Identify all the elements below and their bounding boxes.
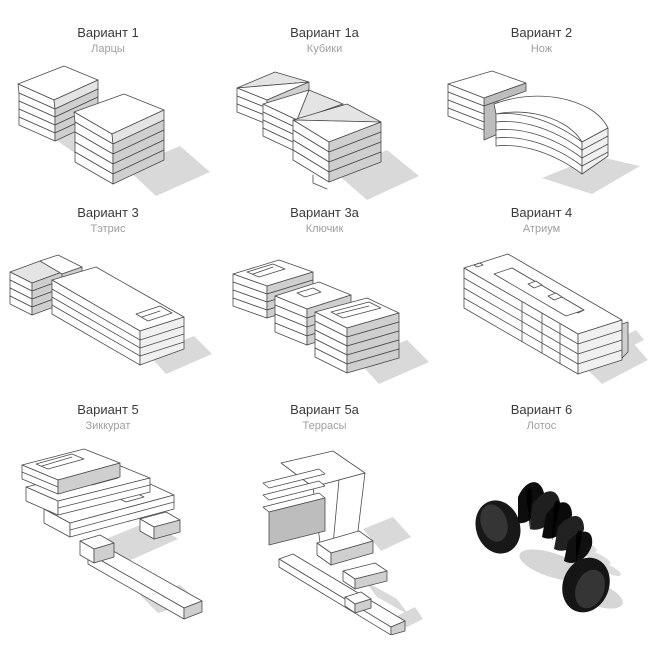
variant-title: Вариант 6 xyxy=(510,402,573,417)
row-2: Вариант 3 Тэтрис xyxy=(0,205,650,402)
variant-subtitle: Кубики xyxy=(306,43,343,55)
key-model-icon xyxy=(232,259,429,384)
variant-card-4: Вариант 4 Атриум xyxy=(433,205,650,402)
variant-subtitle: Лотос xyxy=(526,420,557,432)
variant-card-3: Вариант 3 Тэтрис xyxy=(0,205,216,402)
knife-model-icon xyxy=(447,70,640,194)
variant-card-1a: Вариант 1а Кубики xyxy=(216,25,433,205)
variant-title: Вариант 3 xyxy=(77,205,139,220)
variant-card-1: Вариант 1 Ларцы xyxy=(0,25,216,205)
lotus-model-icon xyxy=(474,482,623,613)
variant-subtitle: Ключик xyxy=(305,223,344,235)
terraces-model-icon xyxy=(262,450,423,635)
variant-subtitle: Атриум xyxy=(522,223,561,235)
variant-title: Вариант 5 xyxy=(77,402,139,417)
variant-title: Вариант 1а xyxy=(290,25,359,40)
tetris-model-icon xyxy=(9,254,212,374)
variant-title: Вариант 5а xyxy=(290,402,359,417)
row-3: Вариант 5 Зиккурат xyxy=(0,402,650,654)
variant-card-5a: Вариант 5а Террасы xyxy=(216,402,433,654)
variant-card-5: Вариант 5 Зиккурат xyxy=(0,402,216,654)
variant-title: Вариант 2 xyxy=(510,25,573,40)
variant-title: Вариант 1 xyxy=(77,25,139,40)
variant-card-6: Вариант 6 Лотос xyxy=(433,402,650,654)
variant-subtitle: Тэтрис xyxy=(90,223,126,235)
variant-title: Вариант 4 xyxy=(510,205,573,220)
variant-card-2: Вариант 2 Нож xyxy=(433,25,650,205)
cubes-model-icon xyxy=(236,71,419,200)
variant-subtitle: Ларцы xyxy=(91,43,125,55)
variant-title: Вариант 3а xyxy=(290,205,359,220)
caskets-model-icon xyxy=(17,65,210,196)
variant-card-3a: Вариант 3а Ключик xyxy=(216,205,433,402)
variant-subtitle: Террасы xyxy=(302,420,347,432)
row-1: Вариант 1 Ларцы xyxy=(0,25,650,205)
atrium-model-icon xyxy=(463,253,648,384)
variant-subtitle: Зиккурат xyxy=(85,420,131,432)
ziggurat-model-icon xyxy=(21,448,203,620)
variant-subtitle: Нож xyxy=(530,43,553,55)
